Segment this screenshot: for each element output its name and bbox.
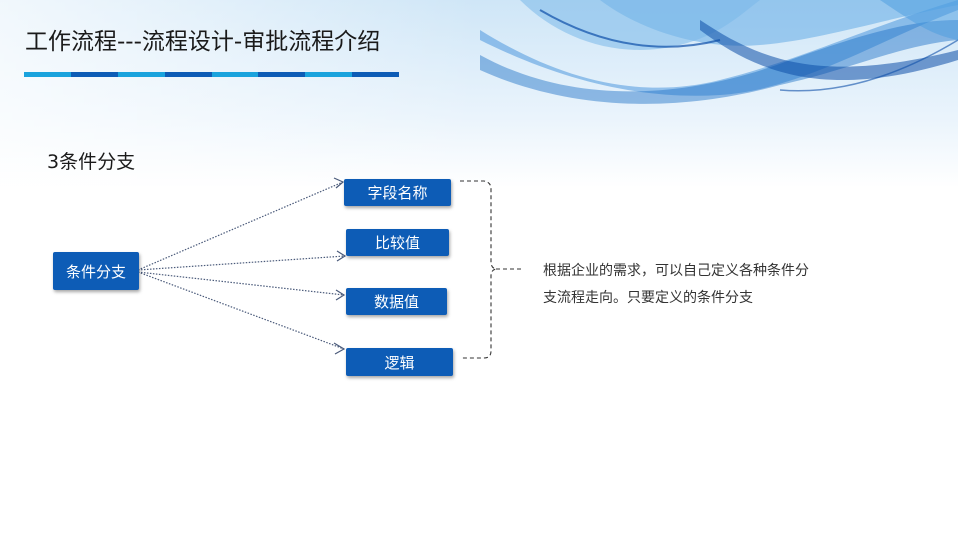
underline-segment [117, 72, 165, 77]
underline-segment [305, 72, 353, 77]
section-title: 3条件分支 [47, 151, 136, 173]
branch-node-field-name: 字段名称 [344, 179, 451, 206]
arrowhead-icons [333, 177, 347, 355]
description-text: 根据企业的需求，可以自己定义各种条件分支流程走向。只要定义的条件分支 [543, 263, 809, 306]
branch-node-data-value: 数据值 [346, 288, 447, 315]
arrow-to-compare-value [137, 255, 346, 271]
underline-segment [258, 72, 306, 77]
root-node: 条件分支 [53, 252, 139, 290]
branch-node-label: 比较值 [374, 234, 420, 252]
underline-segment [211, 72, 259, 77]
branch-node-label: 数据值 [373, 293, 419, 311]
branch-node-label: 逻辑 [384, 353, 415, 372]
underline-segment [352, 72, 399, 77]
underline-segment [70, 72, 118, 77]
underline-segment [164, 72, 212, 77]
branch-node-logic: 逻辑 [346, 348, 453, 376]
arrow-to-logic [137, 271, 345, 350]
bracket-icon [460, 180, 522, 359]
slide-title: 工作流程---流程设计-审批流程介绍 [25, 29, 381, 55]
title-underline [24, 72, 399, 77]
root-node-label: 条件分支 [65, 262, 126, 281]
branch-node-compare-value: 比较值 [346, 229, 449, 256]
underline-segment [24, 72, 71, 77]
branch-node-label: 字段名称 [367, 184, 428, 202]
arrow-to-data-value [137, 271, 345, 296]
arrow-to-field-name [137, 181, 344, 271]
